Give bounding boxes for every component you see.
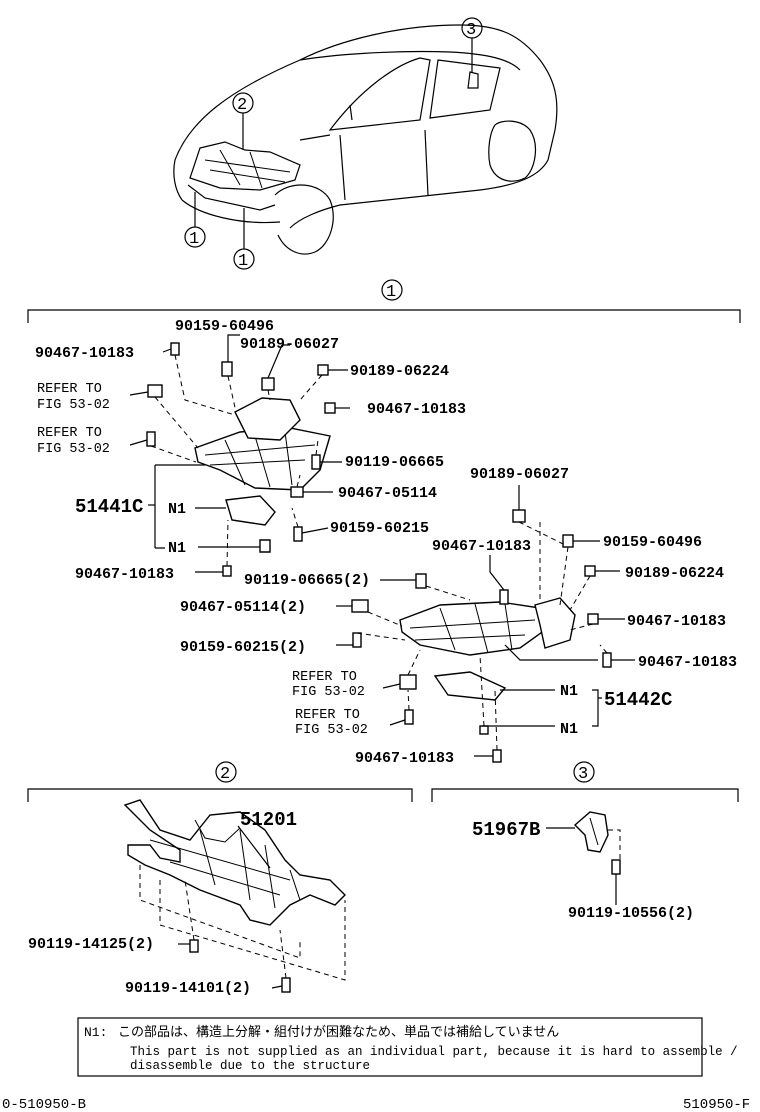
car-overview: 3 2 1 1	[173, 17, 558, 271]
callout-3-top: 3	[466, 21, 476, 40]
callout-2-section: 2	[220, 765, 230, 784]
note-prefix: N1:	[84, 1025, 107, 1040]
footer-right-code: 510950-F	[683, 1097, 750, 1112]
footer-left-code: 0-510950-B	[2, 1097, 86, 1112]
label-90467-10183-a: 90467-10183	[35, 345, 134, 362]
label-refer-to-1a: REFER TO	[37, 382, 102, 397]
label-n1-b: N1	[168, 540, 186, 557]
callout-1-section: 1	[386, 283, 396, 302]
label-51442C: 51442C	[604, 689, 672, 711]
label-refer-to-2a: REFER TO	[37, 426, 102, 441]
label-90467-05114-a: 90467-05114	[338, 485, 437, 502]
label-90467-10183-g: 90467-10183	[355, 750, 454, 767]
note-box: N1: この部品は、構造上分解・組付けが困難なため、単品では補給していません T…	[77, 1017, 738, 1077]
label-90189-06027-b: 90189-06027	[470, 466, 569, 483]
label-90189-06027-a: 90189-06027	[240, 336, 339, 353]
note-english-line-1: This part is not supplied as an individu…	[130, 1045, 738, 1059]
label-51201: 51201	[240, 809, 297, 831]
label-90467-10183-c: 90467-10183	[75, 566, 174, 583]
label-90119-06665-a: 90119-06665	[345, 454, 444, 471]
label-90119-06665-b: 90119-06665(2)	[244, 572, 370, 589]
label-90159-60215-a: 90159-60215	[330, 520, 429, 537]
label-90159-60496-b: 90159-60496	[603, 534, 702, 551]
label-90189-06224-b: 90189-06224	[625, 565, 724, 582]
callout-1-top-left: 1	[189, 230, 199, 249]
section-1-engine-under-covers: 1	[27, 279, 741, 767]
callout-3-section: 3	[578, 765, 588, 784]
callout-2-top: 2	[237, 96, 247, 115]
label-refer-to-4a: REFER TO	[295, 708, 360, 723]
label-90119-14125: 90119-14125(2)	[28, 936, 154, 953]
label-51441C: 51441C	[75, 496, 143, 518]
label-90467-10183-f: 90467-10183	[638, 654, 737, 671]
label-90119-14101: 90119-14101(2)	[125, 980, 251, 997]
label-51967B: 51967B	[472, 819, 540, 841]
callout-1-top-right: 1	[238, 252, 248, 271]
note-english-line-2: disassemble due to the structure	[130, 1059, 370, 1073]
label-n1-d: N1	[560, 721, 578, 738]
label-refer-to-4b: FIG 53-02	[295, 723, 368, 738]
label-90467-10183-e: 90467-10183	[627, 613, 726, 630]
label-refer-to-2b: FIG 53-02	[37, 442, 110, 457]
section-2-crossmember: 2 51201 90119-14125(2) 90119-14101(2)	[27, 761, 413, 997]
label-90467-10183-b: 90467-10183	[367, 401, 466, 418]
label-refer-to-3b: FIG 53-02	[292, 685, 365, 700]
label-90159-60215-b: 90159-60215(2)	[180, 639, 306, 656]
label-90467-10183-d: 90467-10183	[432, 538, 531, 555]
label-refer-to-1b: FIG 53-02	[37, 398, 110, 413]
label-refer-to-3a: REFER TO	[292, 670, 357, 685]
note-japanese: この部品は、構造上分解・組付けが困難なため、単品では補給していません	[118, 1024, 559, 1040]
label-90189-06224-a: 90189-06224	[350, 363, 449, 380]
label-n1-a: N1	[168, 501, 186, 518]
section-3-bracket: 3 51967B 90119-10556(2)	[431, 761, 739, 922]
label-n1-c: N1	[560, 683, 578, 700]
label-90467-05114-b: 90467-05114(2)	[180, 599, 306, 616]
label-90159-60496-a: 90159-60496	[175, 318, 274, 335]
label-90119-10556: 90119-10556(2)	[568, 905, 694, 922]
